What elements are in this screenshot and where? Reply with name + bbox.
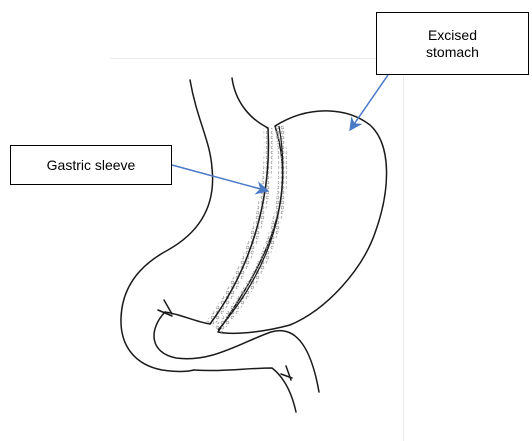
esophagus-left-wall: [190, 80, 212, 168]
gastric-sleeve-arrow: [172, 165, 268, 191]
duodenum-upper-wall: [154, 312, 319, 392]
sleeve-lesser-curve: [121, 168, 213, 372]
esophagus-right-wall: [232, 78, 268, 128]
duodenum-mark-2: [286, 366, 291, 380]
gastric-sleeve-label: Gastric sleeve: [10, 145, 172, 185]
excised-stomach-arrow: [350, 75, 388, 130]
excised-stomach-label: Excised stomach: [376, 12, 529, 75]
